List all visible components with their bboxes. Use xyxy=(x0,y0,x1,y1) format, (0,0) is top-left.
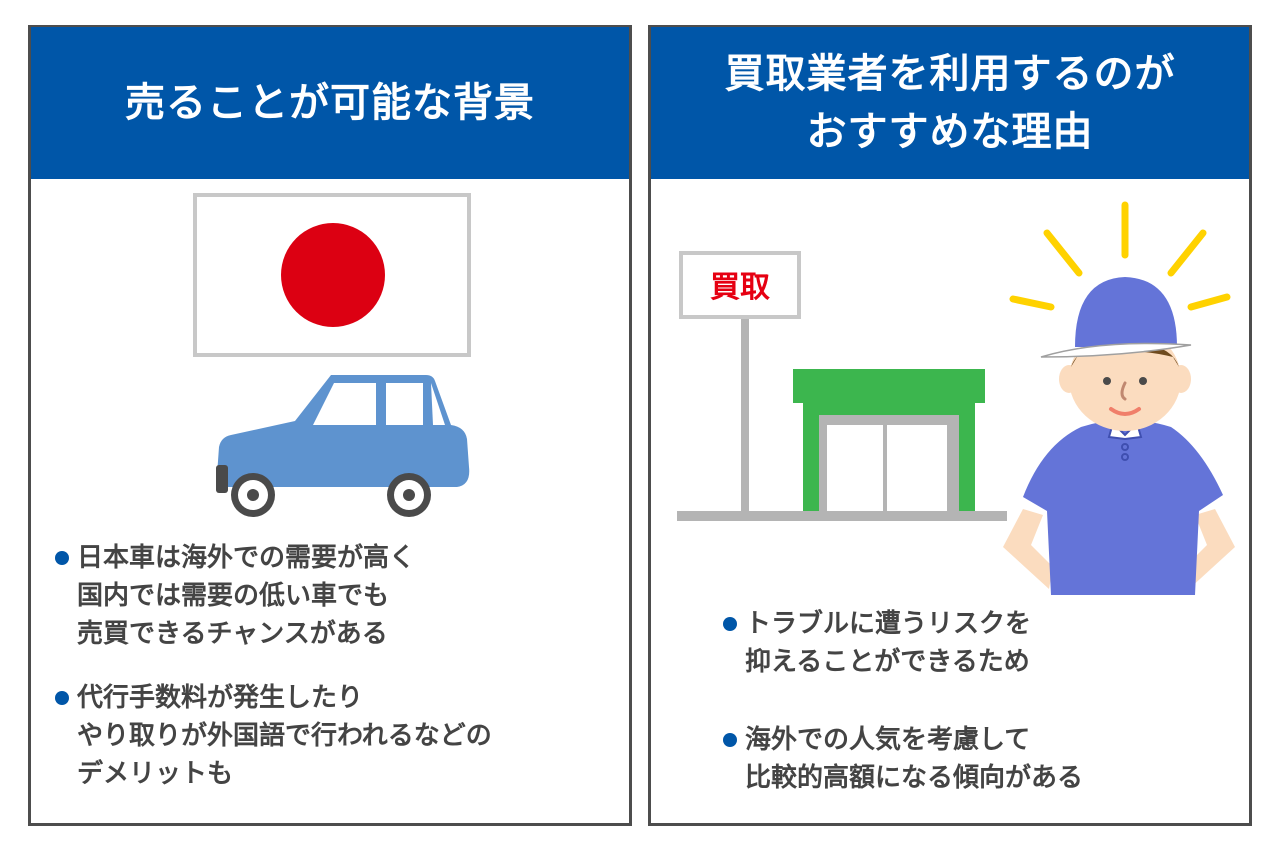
bullet-icon xyxy=(55,551,69,565)
list-item: 海外での人気を考慮して 比較的高額になる傾向がある xyxy=(723,721,1083,797)
bullet-text: 代行手数料が発生したり やり取りが外国語で行われるなどの デメリットも xyxy=(77,683,492,789)
bullet-icon xyxy=(55,691,69,705)
shop-building-icon xyxy=(793,369,985,511)
reasons-panel: 買取業者を利用するのが おすすめな理由 買取 xyxy=(648,25,1252,826)
car-icon xyxy=(216,375,470,517)
bullet-icon xyxy=(723,733,737,747)
panel-header: 買取業者を利用するのが おすすめな理由 xyxy=(651,27,1249,179)
panel-title: 売ることが可能な背景 xyxy=(125,80,535,126)
panel-header: 売ることが可能な背景 xyxy=(31,27,629,179)
ground-line xyxy=(677,511,1007,521)
panel-title: 買取業者を利用するのが おすすめな理由 xyxy=(724,51,1176,155)
japan-flag-icon xyxy=(193,193,471,357)
background-panel: 売ることが可能な背景 日本車は海外での需要が高く 国内では需要の低い車でも 売買… xyxy=(28,25,632,826)
bullet-list: 日本車は海外での需要が高く 国内では需要の低い車でも 売買できるチャンスがある … xyxy=(55,539,492,819)
bullet-list: トラブルに遭うリスクを 抑えることができるため 海外での人気を考慮して 比較的高… xyxy=(723,605,1083,837)
list-item: 代行手数料が発生したり やり取りが外国語で行われるなどの デメリットも xyxy=(55,679,492,793)
buyback-sign-icon: 買取 xyxy=(679,251,801,511)
sign-text: 買取 xyxy=(710,270,770,305)
bullet-text: 海外での人気を考慮して 比較的高額になる傾向がある xyxy=(745,725,1084,793)
list-item: 日本車は海外での需要が高く 国内では需要の低い車でも 売買できるチャンスがある xyxy=(55,539,492,653)
bullet-text: 日本車は海外での需要が高く 国内では需要の低い車でも 売買できるチャンスがある xyxy=(77,543,416,649)
bullet-icon xyxy=(723,617,737,631)
sparkle-rays-icon xyxy=(1009,201,1231,311)
buyback-shop-illustration: 買取 xyxy=(677,201,1235,595)
bullet-text: トラブルに遭うリスクを 抑えることができるため xyxy=(745,609,1032,677)
japan-flag-car-illustration xyxy=(193,193,471,517)
staff-person-icon xyxy=(1003,277,1235,595)
list-item: トラブルに遭うリスクを 抑えることができるため xyxy=(723,605,1083,681)
